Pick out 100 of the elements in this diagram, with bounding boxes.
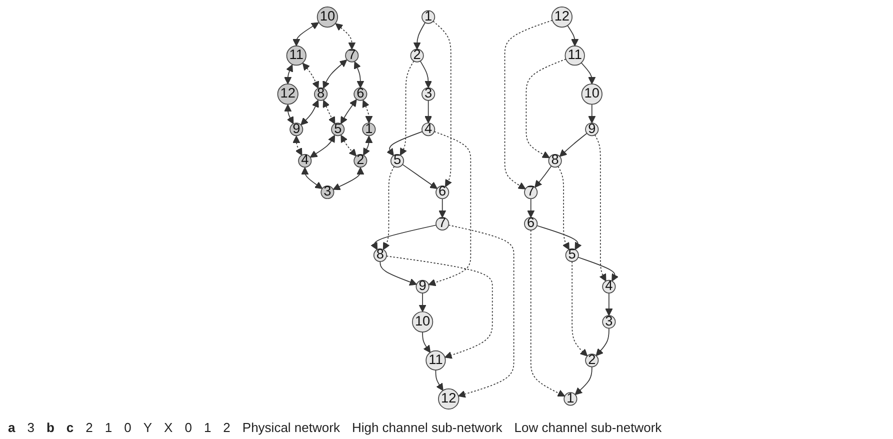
arrow (422, 332, 431, 353)
arrow (526, 58, 566, 158)
node-circle: 9 (290, 122, 304, 136)
arrow (420, 60, 432, 88)
arrow (504, 20, 553, 190)
axis-label: Y (143, 420, 152, 435)
node-circle: 6 (524, 216, 538, 230)
arrow (558, 166, 570, 250)
arrow (284, 64, 293, 84)
arrow (438, 198, 446, 218)
node-circle: 8 (373, 248, 387, 262)
arrow (300, 100, 319, 126)
node-circle: 11 (564, 46, 585, 66)
node-circle: 6 (354, 87, 368, 101)
axis-label: 0 (184, 420, 192, 435)
arrow (382, 166, 395, 250)
node-circle: 3 (422, 87, 436, 101)
node-circle: 1 (422, 10, 436, 24)
arrow (302, 62, 319, 89)
node-circle: 10 (316, 6, 338, 28)
node-circle: 10 (581, 84, 602, 105)
node-circle: 2 (585, 354, 599, 368)
arrow (605, 292, 613, 316)
node-circle: 5 (331, 122, 345, 136)
arrow (380, 261, 417, 286)
node-circle: 5 (565, 248, 579, 262)
arrow (335, 23, 356, 50)
arrow (413, 22, 426, 50)
arrow (580, 62, 596, 84)
arrow (284, 104, 294, 124)
node-circle: 3 (602, 315, 616, 329)
axis-label: 2 (86, 420, 93, 435)
arrow (292, 22, 319, 46)
node-circle: 6 (436, 186, 450, 200)
axis-label: X (164, 420, 173, 435)
arrow (432, 20, 452, 188)
arrow (588, 104, 596, 124)
arrow (400, 60, 414, 156)
arrow (530, 230, 566, 397)
arrow (448, 224, 514, 398)
node-circle: 7 (436, 216, 450, 230)
arrow (340, 134, 357, 156)
node-circle: 1 (362, 122, 376, 136)
arrow (536, 225, 582, 250)
arrow (574, 366, 592, 396)
node-circle: 8 (314, 87, 328, 101)
arrow (572, 261, 588, 356)
arrow (559, 132, 588, 157)
arrow (594, 134, 606, 282)
arrow (322, 100, 336, 124)
arrow (428, 131, 472, 286)
axis-label: 0 (124, 420, 132, 435)
arrow (292, 136, 302, 156)
node-circle: 9 (416, 280, 430, 294)
arrow (322, 60, 348, 89)
caption: High channel sub-network (352, 420, 502, 435)
node-circle: 12 (551, 6, 572, 28)
axis-label: 2 (223, 420, 230, 435)
arrow (527, 198, 535, 218)
arrow (363, 136, 373, 156)
panel-letter: b (46, 420, 54, 435)
arrow (332, 167, 364, 190)
arrow (567, 25, 579, 46)
node-circle: 8 (548, 154, 562, 168)
caption: Low channel sub-network (514, 420, 662, 435)
node-circle: 3 (320, 186, 334, 200)
axis-label: 3 (27, 420, 34, 435)
arrow (362, 100, 373, 124)
arrow (402, 164, 438, 189)
arrow (424, 100, 432, 124)
arrow (578, 256, 619, 282)
node-circle: 7 (524, 186, 538, 200)
node-circle: 11 (286, 46, 306, 66)
axis-label: 1 (204, 420, 212, 435)
panel-letter: c (66, 420, 74, 435)
node-circle: 5 (390, 154, 404, 168)
arrow (370, 224, 437, 250)
arrow (596, 328, 610, 356)
node-circle: 10 (412, 311, 434, 332)
arrow (534, 166, 552, 188)
arrow (418, 292, 426, 312)
arrow (386, 131, 423, 156)
arrow (340, 99, 357, 124)
arrow (386, 256, 493, 359)
node-circle: 4 (298, 154, 312, 168)
node-circle: 9 (585, 122, 599, 136)
node-circle: 4 (422, 122, 436, 136)
arrow (354, 61, 364, 88)
axis-label: 1 (104, 420, 112, 435)
node-circle: 12 (438, 388, 460, 410)
node-circle: 2 (354, 154, 368, 168)
caption: Physical network (242, 420, 340, 435)
node-circle: 12 (277, 84, 298, 105)
arrow (301, 167, 323, 189)
node-circle: 4 (602, 280, 616, 294)
node-circle: 11 (426, 350, 446, 370)
arrow (310, 134, 336, 158)
node-circle: 7 (345, 48, 359, 62)
node-circle: 2 (410, 48, 424, 62)
panel-letter: a (8, 420, 16, 435)
